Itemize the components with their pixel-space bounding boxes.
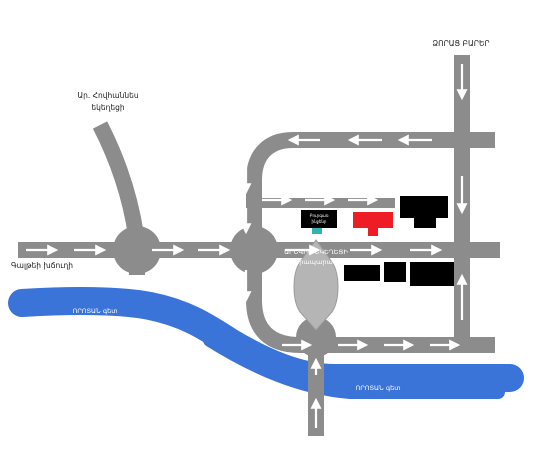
building-black-2 (384, 262, 406, 282)
building-black-1 (344, 265, 380, 281)
label-church-line1: Ար. Հովհաննես (77, 91, 138, 100)
label-top-right: ՁՈՐԱՑ ԲԱՐԵՐ (432, 39, 489, 48)
label-center-subtitle: հրապարակ (295, 258, 337, 266)
label-church-line2: եկեղեցի (91, 103, 125, 112)
building-red-tab (368, 228, 378, 236)
sign-text-line1: Բուրգառ (310, 213, 329, 218)
building-black-large (400, 196, 448, 228)
building-black-3 (410, 262, 454, 286)
arrow-icon (26, 64, 468, 428)
sign-teal (312, 228, 322, 234)
building-icon (301, 210, 337, 228)
label-road-left: Գալթեի խճուղի (11, 261, 73, 270)
label-center-title: ԱՐԵՎԻՆ ԵԿԵՂԵՑԻ (284, 248, 348, 256)
sign-text-line2: ինջենր (312, 219, 327, 224)
building-red (353, 212, 393, 228)
river-lower-tail (203, 333, 505, 399)
label-river-left: ՈՐՈՏԱՆ գետ (72, 307, 117, 315)
river-upper (8, 287, 524, 392)
plaza-shape (293, 239, 339, 331)
label-river-right: ՈՐՈՏԱՆ գետ (355, 384, 400, 392)
